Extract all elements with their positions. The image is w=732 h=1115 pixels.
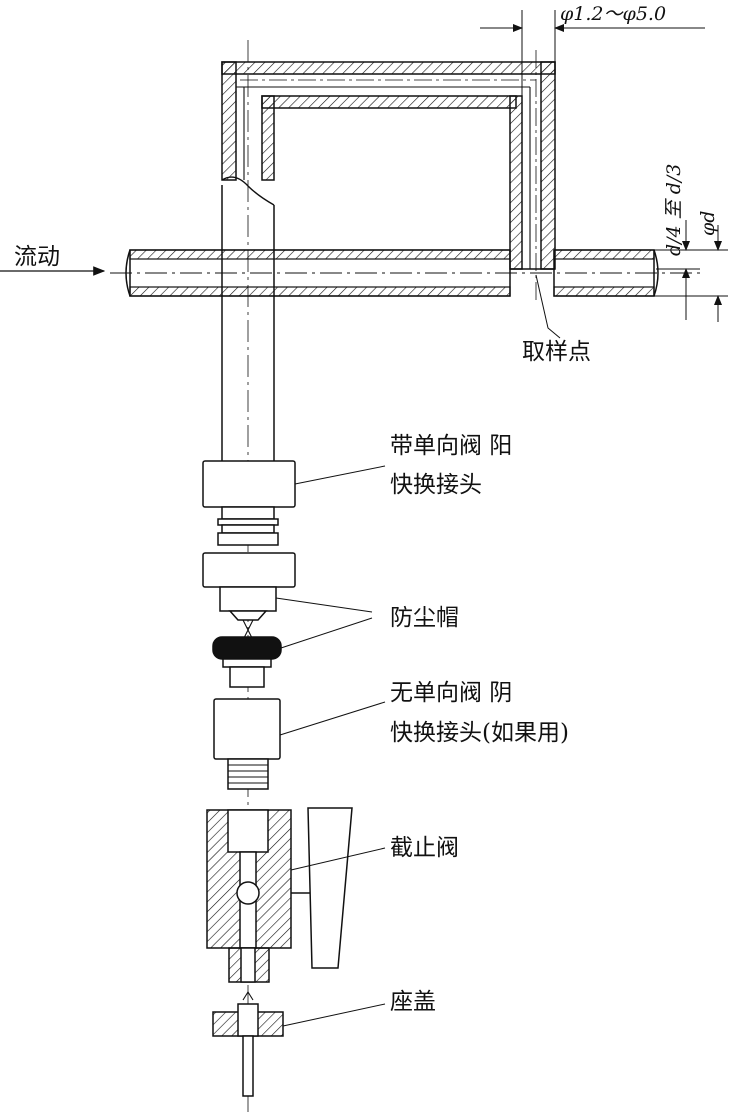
dust-cap-leader-lower <box>280 617 373 649</box>
dust-cap-label: 防尘帽 <box>390 605 459 631</box>
dust-cap-leader-upper <box>275 597 373 613</box>
main-pipe <box>110 249 700 297</box>
male-coupling-leader <box>294 465 386 485</box>
bore-dimension <box>480 10 705 96</box>
depth-range-label: d/4 至 d/3 <box>663 164 685 256</box>
female-coupling-leader <box>279 701 386 736</box>
male-coupling-label-line2: 快换接头 <box>390 472 482 498</box>
pipe-diameter-label: φd <box>697 211 719 236</box>
seat-cap-label: 座盖 <box>390 989 436 1015</box>
depth-dimension <box>654 220 728 322</box>
sampling-point-label: 取样点 <box>522 339 591 365</box>
male-quick-coupling <box>202 460 296 546</box>
shutoff-valve-leader <box>290 847 386 871</box>
seat-cap-leader <box>282 1003 386 1027</box>
female-quick-coupling <box>213 698 281 790</box>
female-coupling-label-line1: 无单向阀 阴 <box>390 680 512 706</box>
dust-cap-lower <box>212 628 282 688</box>
seat-cap <box>212 990 284 1097</box>
shutoff-valve <box>206 807 353 983</box>
shutoff-valve-label: 截止阀 <box>390 835 459 861</box>
sampling-point-leader <box>535 274 561 339</box>
female-coupling-label-line2: 快换接头(如果用) <box>390 720 569 746</box>
bore-diameter-label: φ1.2～φ5.0 <box>560 3 666 25</box>
flow-label: 流动 <box>14 244 60 270</box>
dust-cap-upper <box>202 552 296 632</box>
male-coupling-label-line1: 带单向阀 阳 <box>390 433 512 459</box>
